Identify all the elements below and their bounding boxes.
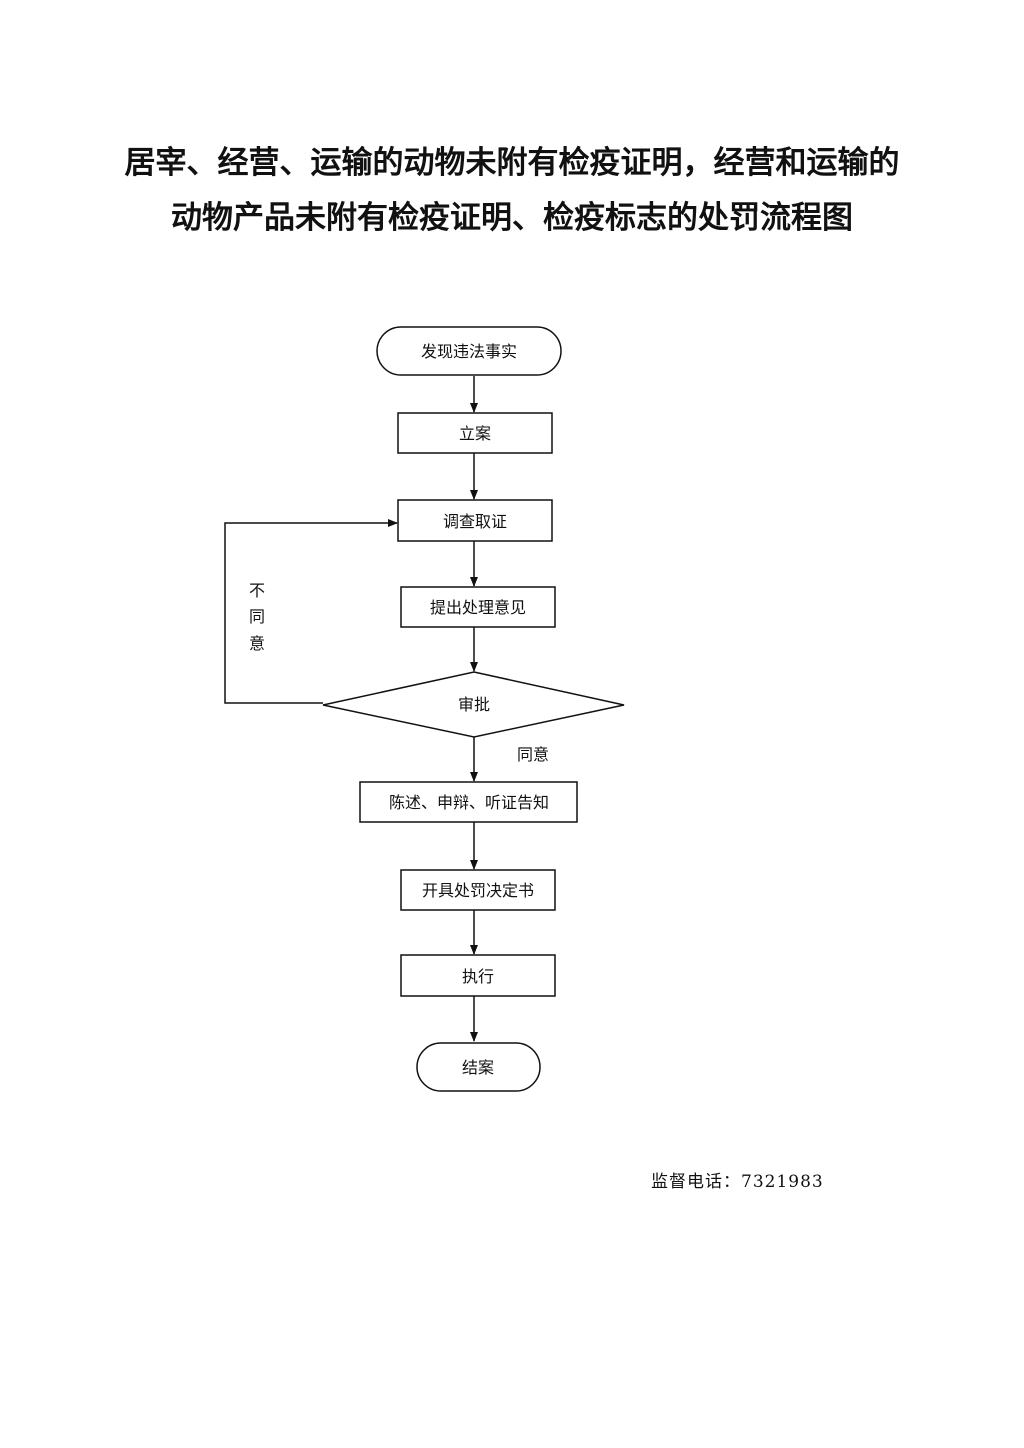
node-propose-label: 提出处理意见 [430, 598, 526, 617]
edge-label-agree: 同意 [517, 745, 549, 764]
supervision-phone: 监督电话：7321983 [651, 1167, 824, 1192]
node-close-label: 结案 [462, 1058, 494, 1077]
node-file-case: 立案 [397, 412, 553, 454]
node-investigate-label: 调查取证 [443, 512, 507, 531]
node-file-case-label: 立案 [459, 424, 491, 443]
edge-label-disagree-3: 意 [249, 634, 265, 653]
node-execute-label: 执行 [462, 967, 494, 986]
node-notify-label: 陈述、申辩、听证告知 [389, 793, 549, 812]
supervision-phone-label: 监督电话： [651, 1172, 741, 1192]
node-close: 结案 [416, 1042, 541, 1092]
node-decision-label: 开具处罚决定书 [422, 881, 534, 900]
page-title-line-1: 居宰、经营、运输的动物未附有检疫证明，经营和运输的 [124, 145, 900, 181]
node-decision: 开具处罚决定书 [400, 869, 556, 911]
supervision-phone-number: 7321983 [741, 1172, 824, 1192]
page-title-line-2: 动物产品未附有检疫证明、检疫标志的处罚流程图 [171, 200, 853, 236]
arrow-disagree-loop [224, 519, 398, 704]
edge-label-disagree-1: 不 [249, 581, 265, 600]
node-approve-label: 审批 [458, 695, 490, 714]
node-notify: 陈述、申辩、听证告知 [359, 781, 578, 823]
node-execute: 执行 [400, 954, 556, 997]
node-start-label: 发现违法事实 [421, 342, 517, 361]
node-investigate: 调查取证 [397, 499, 553, 542]
node-approve: 审批 [322, 671, 625, 738]
node-start: 发现违法事实 [376, 326, 562, 376]
node-propose: 提出处理意见 [400, 586, 556, 628]
edge-label-disagree-2: 同 [249, 607, 265, 626]
